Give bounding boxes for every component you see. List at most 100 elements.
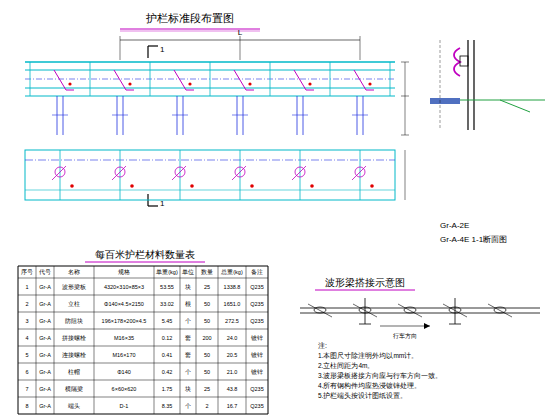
table-cell: 块 — [185, 385, 191, 391]
spacer-block — [460, 56, 468, 66]
post-line — [237, 96, 238, 135]
table-cell: 0.12 — [162, 334, 173, 340]
bolt-dot — [70, 184, 74, 188]
table-cell: 5.45 — [162, 317, 173, 323]
table-cell: 套 — [185, 334, 191, 340]
post-line — [363, 96, 364, 135]
table-cell: 1.75 — [162, 385, 173, 391]
table-cell: Gr-A — [39, 300, 51, 306]
section-mark — [147, 46, 148, 58]
table-header: 单重(kg) — [156, 269, 177, 275]
drawing-title: 护栏标准段布置图 — [146, 12, 234, 24]
table-cell: M16×35 — [114, 334, 134, 340]
table-cell: 25 — [204, 283, 210, 289]
table-cell: 50 — [204, 300, 210, 306]
bolt-dot — [190, 184, 194, 188]
table-cell: 0.41 — [162, 351, 173, 357]
table-header: 备注 — [251, 269, 263, 275]
table-cell: 20.5 — [227, 351, 238, 357]
table-cell: Q235 — [250, 385, 263, 391]
table-rule — [196, 266, 197, 414]
table-cell: 24.0 — [227, 334, 238, 340]
post-line — [357, 96, 358, 135]
table-header: 单位 — [182, 269, 194, 275]
dimension-tick — [401, 135, 409, 136]
bolt-dot — [128, 82, 131, 85]
post-line — [117, 96, 118, 135]
section-mark — [148, 205, 158, 206]
table-cell: Gr-A — [39, 283, 51, 289]
bolt-dot — [248, 82, 251, 85]
table-rule — [218, 266, 219, 414]
post-tick — [172, 115, 188, 116]
table-cell: 套 — [185, 351, 191, 357]
table-rule — [36, 266, 37, 414]
panel-joint — [330, 62, 331, 96]
table-cell: 立柱 — [68, 300, 80, 306]
block-mark — [366, 90, 374, 91]
note-line: 3.波形梁板搭接方向应与行车方向一致。 — [318, 372, 442, 379]
post-mark — [455, 298, 456, 324]
title-underline — [315, 290, 415, 291]
block-mark — [52, 166, 66, 180]
block-mark — [306, 90, 314, 91]
post-tick — [352, 115, 368, 116]
table-cell: Q235 — [250, 317, 263, 323]
bolt-dot — [310, 184, 314, 188]
table-header: 序号 — [21, 269, 33, 275]
table-cell: 7 — [25, 385, 28, 391]
table-rule — [246, 266, 247, 414]
section-number: 1 — [160, 200, 164, 209]
lap-joint — [398, 304, 422, 317]
table-cell: 镀锌 — [251, 351, 263, 357]
block-mark — [126, 90, 134, 91]
table-rule — [18, 278, 268, 279]
section-code: Gr-A-2E — [440, 222, 469, 231]
reference-line — [440, 40, 441, 130]
table-cell: 43.8 — [227, 385, 238, 391]
table-rule — [154, 266, 155, 414]
table-header: 总重(kg) — [221, 269, 242, 275]
table-rule — [94, 266, 95, 414]
table-cell: 2 — [25, 300, 28, 306]
post-section — [473, 40, 474, 130]
dimension-tick — [401, 62, 409, 63]
table-rule — [18, 329, 268, 330]
block-mark — [354, 70, 366, 90]
table-cell: 横隔梁 — [65, 385, 83, 391]
table-rule — [18, 295, 268, 296]
post-line — [60, 150, 61, 200]
post-tick — [292, 115, 308, 116]
table-cell: 25 — [204, 385, 210, 391]
bolt-dot — [188, 82, 191, 85]
diagram-title: 波形梁搭接示意图 — [325, 277, 405, 288]
block-mark — [112, 166, 126, 180]
table-header: 代号 — [39, 269, 51, 275]
table-cell: 镀锌 — [251, 334, 263, 340]
table-cell: D-1 — [120, 402, 129, 408]
table-rule — [268, 266, 269, 414]
post-line — [63, 96, 64, 135]
table-cell: 200 — [202, 334, 211, 340]
pavement — [430, 98, 460, 104]
post-line — [57, 96, 58, 135]
post-line — [300, 150, 301, 200]
block-mark — [186, 90, 194, 91]
table-cell: Gr-A — [39, 385, 51, 391]
table-rule — [54, 266, 55, 414]
post-line — [120, 150, 121, 200]
table-cell: 块 — [185, 283, 191, 289]
table-cell: Gr-A — [39, 334, 51, 340]
lap-joint — [308, 304, 332, 317]
block-mark — [232, 166, 246, 180]
post-mark — [449, 324, 461, 325]
table-cell: 1338.8 — [224, 283, 241, 289]
block-mark — [292, 166, 306, 180]
table-cell: 33.02 — [160, 300, 174, 306]
direction-arrowhead — [424, 323, 430, 329]
table-cell: Gr-A — [39, 402, 51, 408]
panel-joint — [210, 62, 211, 96]
table-header: 规格 — [118, 269, 130, 275]
bolt-dot — [68, 82, 71, 85]
table-cell: Gr-A — [39, 317, 51, 323]
